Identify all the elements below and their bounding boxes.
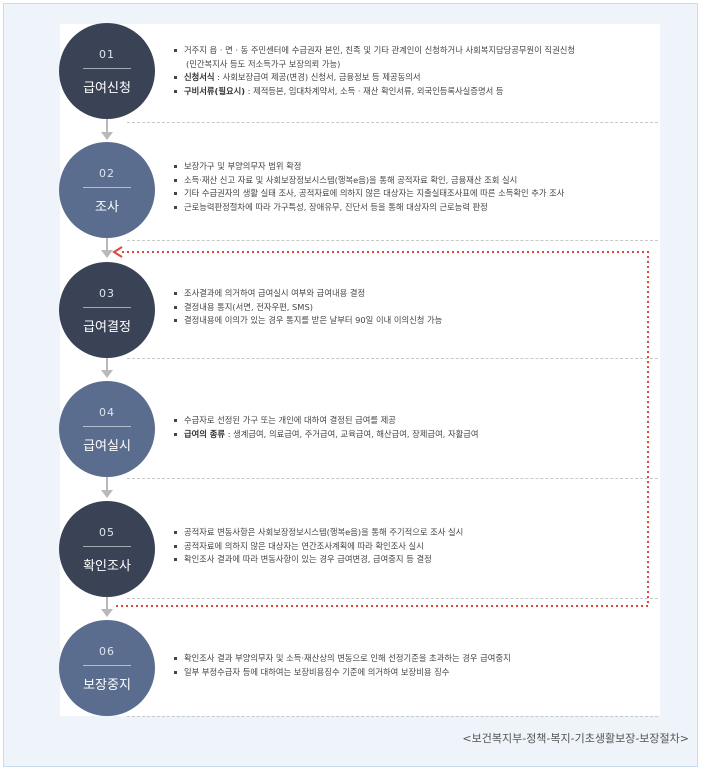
step-label: 조사 [95, 200, 119, 215]
detail-item: 결정내용 통지(서면, 전자우편, SMS) [172, 301, 652, 315]
detail-item: 기타 수급권자의 생활 실태 조사, 공적자료에 의하지 않은 대상자는 지출실… [172, 187, 652, 201]
step-06-circle: 06 보장중지 [59, 620, 155, 716]
detail-item: 조사결과에 의거하여 급여실시 여부와 급여내용 결정 [172, 287, 652, 301]
detail-item: 일부 부정수급자 등에 대하여는 보장비용징수 기준에 의거하여 보장비용 징수 [172, 666, 652, 680]
connector-line [106, 119, 108, 134]
step-03-details: 조사결과에 의거하여 급여실시 여부와 급여내용 결정 결정내용 통지(서면, … [172, 287, 652, 328]
step-04-circle: 04 급여실시 [59, 381, 155, 477]
detail-item: 근로능력판정절차에 따라 가구특성, 장애유무, 진단서 등을 통해 대상자의 … [172, 201, 652, 215]
down-arrow-icon [101, 490, 113, 498]
down-arrow-icon [101, 609, 113, 617]
down-arrow-icon [101, 370, 113, 378]
step-02-details: 보장가구 및 부양의무자 범위 확정 소득·재산 신고 자료 및 사회보장정보시… [172, 160, 652, 214]
detail-item: 보장가구 및 부양의무자 범위 확정 [172, 160, 652, 174]
step-05-circle: 05 확인조사 [59, 501, 155, 597]
detail-item: 수급자로 선정된 가구 또는 개인에 대하여 결정된 급여를 제공 [172, 414, 652, 428]
step-label: 급여결정 [83, 320, 131, 335]
content-panel [60, 24, 660, 716]
detail-item: 구비서류(필요시) : 제적등본, 임대차계약서, 소득 · 재산 확인서류, … [172, 85, 652, 99]
step-label: 확인조사 [83, 559, 131, 574]
row-separator [127, 122, 658, 123]
detail-item: 소득·재산 신고 자료 및 사회보장정보시스템(행복e음)을 통해 공적자료 확… [172, 174, 652, 188]
connector-line [106, 476, 108, 492]
step-number: 02 [99, 167, 115, 180]
detail-item: 확인조사 결과 부양의무자 및 소득·재산상의 변동으로 인해 선정기준을 초과… [172, 652, 652, 666]
step-label: 급여실시 [83, 439, 131, 454]
step-03-circle: 03 급여결정 [59, 262, 155, 358]
step-06-details: 확인조사 결과 부양의무자 및 소득·재산상의 변동으로 인해 선정기준을 초과… [172, 652, 652, 679]
detail-item: 공적자료 변동사항은 사회보장정보시스템(행복e음)을 통해 주기적으로 조사 … [172, 526, 652, 540]
source-caption: <보건복지부-정책-복지-기초생활보장-보장절차> [462, 732, 689, 745]
step-01-circle: 01 급여신청 [59, 23, 155, 119]
row-separator [127, 358, 658, 359]
detail-item: 신청서식 : 사회보장급여 제공(변경) 신청서, 금융정보 등 제공동의서 [172, 71, 652, 85]
step-label: 보장중지 [83, 678, 131, 693]
row-separator [127, 478, 658, 479]
connector-line [106, 596, 108, 611]
step-number: 05 [99, 526, 115, 539]
step-number: 04 [99, 406, 115, 419]
row-separator [127, 716, 658, 717]
detail-item: 급여의 종류 : 생계급여, 의료급여, 주거급여, 교육급여, 해산급여, 장… [172, 428, 652, 442]
step-05-details: 공적자료 변동사항은 사회보장정보시스템(행복e음)을 통해 주기적으로 조사 … [172, 526, 652, 567]
step-number: 03 [99, 287, 115, 300]
connector-line [106, 237, 108, 252]
row-separator [127, 598, 658, 599]
detail-item: 확인조사 결과에 따라 변동사항이 있는 경우 급여변경, 급여중지 등 결정 [172, 553, 652, 567]
feedback-loop-line [116, 251, 649, 607]
step-label: 급여신청 [83, 81, 131, 96]
row-separator [127, 240, 658, 241]
step-number: 01 [99, 48, 115, 61]
connector-line [106, 356, 108, 372]
down-arrow-icon [101, 250, 113, 258]
down-arrow-icon [101, 132, 113, 140]
detail-item-note: (민간복지사 등도 저소득가구 보장의뢰 가능) [186, 58, 341, 69]
detail-item: 거주지 읍 · 면 · 동 주민센터에 수급권자 본인, 친족 및 기타 관계인… [172, 44, 652, 58]
step-number: 06 [99, 645, 115, 658]
step-04-details: 수급자로 선정된 가구 또는 개인에 대하여 결정된 급여를 제공 급여의 종류… [172, 414, 652, 441]
step-02-circle: 02 조사 [59, 142, 155, 238]
detail-item: 결정내용에 이의가 있는 경우 통지를 받은 날부터 90일 이내 이의신청 가… [172, 314, 652, 328]
detail-item: 공적자료에 의하지 않은 대상자는 연간조사계획에 따라 확인조사 실시 [172, 540, 652, 554]
step-01-details: 거주지 읍 · 면 · 동 주민센터에 수급권자 본인, 친족 및 기타 관계인… [172, 44, 652, 98]
left-arrowhead-icon [112, 246, 123, 258]
